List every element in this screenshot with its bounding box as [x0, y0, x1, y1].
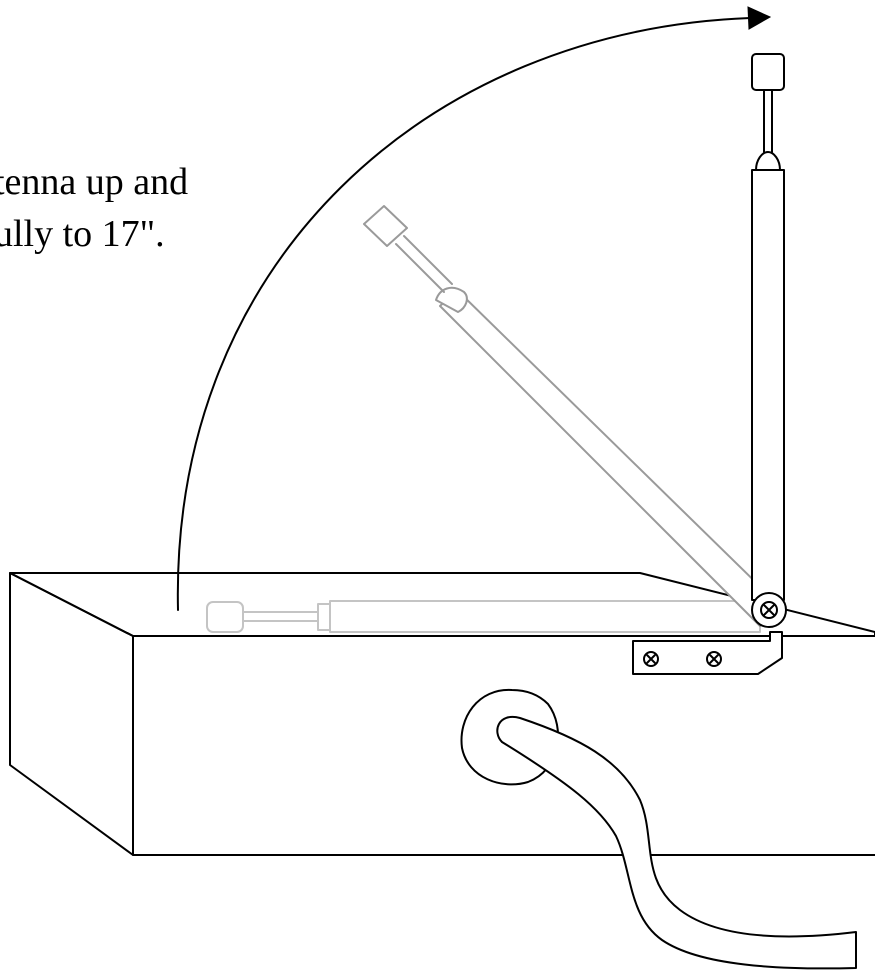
box-side-face	[9, 572, 134, 856]
folded-antenna-tip	[206, 601, 244, 633]
tilted-antenna-tube	[439, 289, 781, 627]
cable-assembly	[460, 688, 857, 970]
antenna-bracket	[632, 592, 787, 675]
caption-line-1: tenna up and	[0, 161, 189, 203]
pivot-screw-icon	[760, 601, 778, 619]
screw-icon	[643, 651, 659, 667]
upright-antenna-tip	[751, 53, 785, 91]
antenna-upright	[751, 53, 785, 601]
power-cable	[496, 715, 857, 970]
antenna-folded	[206, 600, 761, 633]
antenna-tilted	[363, 205, 781, 627]
folded-antenna-collar	[317, 603, 331, 631]
rotation-arc	[176, 17, 751, 611]
folded-antenna-tube	[329, 600, 761, 633]
box-front-face	[132, 635, 875, 856]
instruction-caption: tenna up and ully to 17".	[0, 156, 314, 260]
tilted-antenna-rod	[395, 235, 453, 293]
curved-arrow-icon	[747, 6, 772, 30]
tilted-antenna-tip	[363, 205, 408, 247]
folded-antenna-rod	[242, 611, 319, 622]
screw-icon	[706, 651, 722, 667]
receiver-box	[9, 572, 875, 856]
mounting-plate	[632, 631, 783, 675]
tilted-antenna-collar	[435, 286, 468, 313]
rotation-arrow	[176, 6, 772, 611]
upright-antenna-collar	[755, 151, 781, 171]
upright-antenna-tube	[751, 169, 785, 601]
upright-antenna-rod	[763, 89, 773, 153]
caption-line-2: ully to 17".	[0, 213, 165, 255]
